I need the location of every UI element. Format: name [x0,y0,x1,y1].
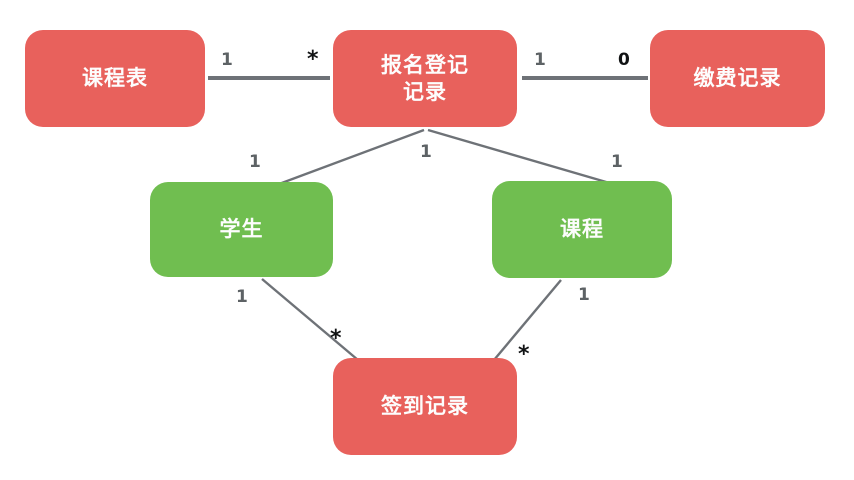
entity-label-baoming: 报名登记 记录 [381,52,469,104]
edge-xuesheng-to-qiandao [261,278,359,361]
entity-label-kecheng: 课程 [560,217,604,242]
multiplicity-label-m7: 1 [611,152,623,172]
multiplicity-label-m8: 1 [236,287,248,307]
multiplicity-label-m11: * [518,342,530,367]
entity-node-xuesheng[interactable]: 学生 [150,182,333,277]
multiplicity-label-m4: 0 [618,50,630,70]
entity-label-jiaofei: 缴费记录 [693,66,782,91]
entity-node-baoming[interactable]: 报名登记 记录 [333,30,517,127]
entity-label-xuesheng: 学生 [219,217,264,242]
edge-baoming-to-xuesheng [278,128,425,186]
multiplicity-label-m2: * [307,47,319,72]
entity-label-kechengbiao: 课程表 [82,66,148,91]
multiplicity-label-m6: 1 [420,142,432,162]
multiplicity-label-m9: * [330,326,342,351]
entity-node-kecheng[interactable]: 课程 [492,181,672,278]
multiplicity-label-m10: 1 [578,285,590,305]
entity-node-kechengbiao[interactable]: 课程表 [25,30,205,127]
entity-node-jiaofei[interactable]: 缴费记录 [650,30,825,127]
multiplicity-label-m5: 1 [249,152,261,172]
multiplicity-label-m1: 1 [221,50,233,70]
entity-node-qiandao[interactable]: 签到记录 [333,358,517,455]
entity-label-qiandao: 签到记录 [381,394,469,419]
multiplicity-label-m3: 1 [534,50,546,70]
edge-baoming-to-kecheng [427,128,614,186]
